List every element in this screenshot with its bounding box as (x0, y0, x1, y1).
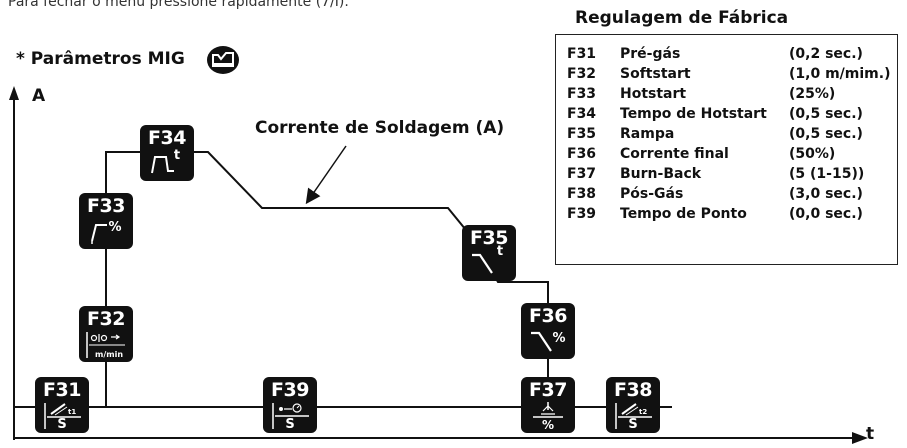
x-axis-arrow (852, 432, 868, 444)
row-name: Hotstart (620, 86, 687, 102)
row-name: Tempo de Hotstart (620, 106, 767, 122)
factory-settings-title: Regulagem de Fábrica (575, 8, 789, 28)
param-unit: t (173, 148, 181, 163)
row-value: (0,2 sec.) (789, 46, 863, 62)
param-code: F34 (148, 127, 186, 149)
param-unit: m/min (94, 350, 124, 359)
param-box-f39: F39 S (263, 377, 317, 433)
param-box-f33: F33 % (79, 193, 133, 249)
top-instruction-note: Para fechar o menu pressione rapidamente… (8, 0, 349, 10)
row-code: F39 (567, 206, 597, 222)
param-code: F37 (529, 379, 567, 401)
param-box-f38: F38 t2 S (606, 377, 660, 433)
row-value: (5 (1-15)) (789, 166, 865, 182)
param-code: F36 (529, 305, 567, 327)
softstart-wire-feed-icon (86, 332, 125, 358)
param-box-f35: F35 t (462, 225, 516, 281)
row-code: F36 (567, 146, 597, 162)
row-code: F38 (567, 186, 597, 202)
row-name: Corrente final (620, 146, 729, 162)
param-code: F33 (87, 195, 125, 217)
param-box-f36: F36 % (521, 303, 575, 359)
param-code: F32 (87, 308, 125, 330)
row-value: (3,0 sec.) (789, 186, 863, 202)
row-name: Tempo de Ponto (620, 206, 747, 222)
y-axis-label: A (32, 86, 46, 106)
svg-text:t2: t2 (639, 408, 647, 416)
row-value: (0,5 sec.) (789, 126, 863, 142)
ramp-time-icon (472, 253, 493, 274)
param-unit: S (285, 417, 295, 432)
hotstart-percent-icon (91, 224, 107, 244)
row-value: (0,0 sec.) (789, 206, 863, 222)
row-code: F33 (567, 86, 597, 102)
row-name: Pós-Gás (620, 186, 684, 202)
row-name: Softstart (620, 66, 691, 82)
param-unit: S (57, 417, 67, 432)
param-code: F39 (271, 379, 309, 401)
post-gas-torch-icon: t2 (615, 403, 652, 429)
row-code: F35 (567, 126, 597, 142)
param-code: F38 (614, 379, 652, 401)
param-unit: % (541, 418, 555, 432)
spot-time-icon (272, 403, 309, 429)
row-name: Burn-Back (620, 166, 702, 182)
row-code: F32 (567, 66, 597, 82)
hotstart-time-icon (151, 156, 174, 174)
param-code: F35 (470, 227, 508, 249)
param-unit: % (552, 331, 566, 346)
x-axis-label: t (866, 424, 875, 444)
y-axis-arrow (9, 86, 19, 100)
pre-gas-torch-icon: t1 (44, 403, 81, 429)
param-box-f31: F31 t1 S (35, 377, 89, 433)
mig-process-icon (207, 46, 239, 74)
param-box-f34: F34 t (140, 125, 194, 181)
row-name: Pré-gás (620, 46, 681, 62)
param-unit: S (628, 417, 638, 432)
factory-settings-box (555, 34, 898, 265)
row-code: F31 (567, 46, 597, 62)
final-current-percent-icon (531, 331, 552, 352)
curve-pointer-arrow (305, 145, 347, 205)
row-value: (50%) (789, 146, 836, 162)
curve-label: Corrente de Soldagem (A) (255, 118, 505, 138)
row-code: F34 (567, 106, 597, 122)
param-box-f32: F32 m/min (79, 306, 133, 362)
row-value: (0,5 sec.) (789, 106, 863, 122)
row-code: F37 (567, 166, 597, 182)
section-title: * Parâmetros MIG (16, 49, 185, 69)
row-name: Rampa (620, 126, 675, 142)
param-unit: % (108, 220, 122, 235)
param-box-f37: F37 % (521, 377, 575, 433)
row-value: (25%) (789, 86, 836, 102)
param-unit: t (496, 244, 504, 259)
row-value: (1,0 m/mim.) (789, 66, 891, 82)
svg-text:t1: t1 (68, 408, 76, 416)
burn-back-icon (533, 402, 563, 418)
param-code: F31 (43, 379, 81, 401)
